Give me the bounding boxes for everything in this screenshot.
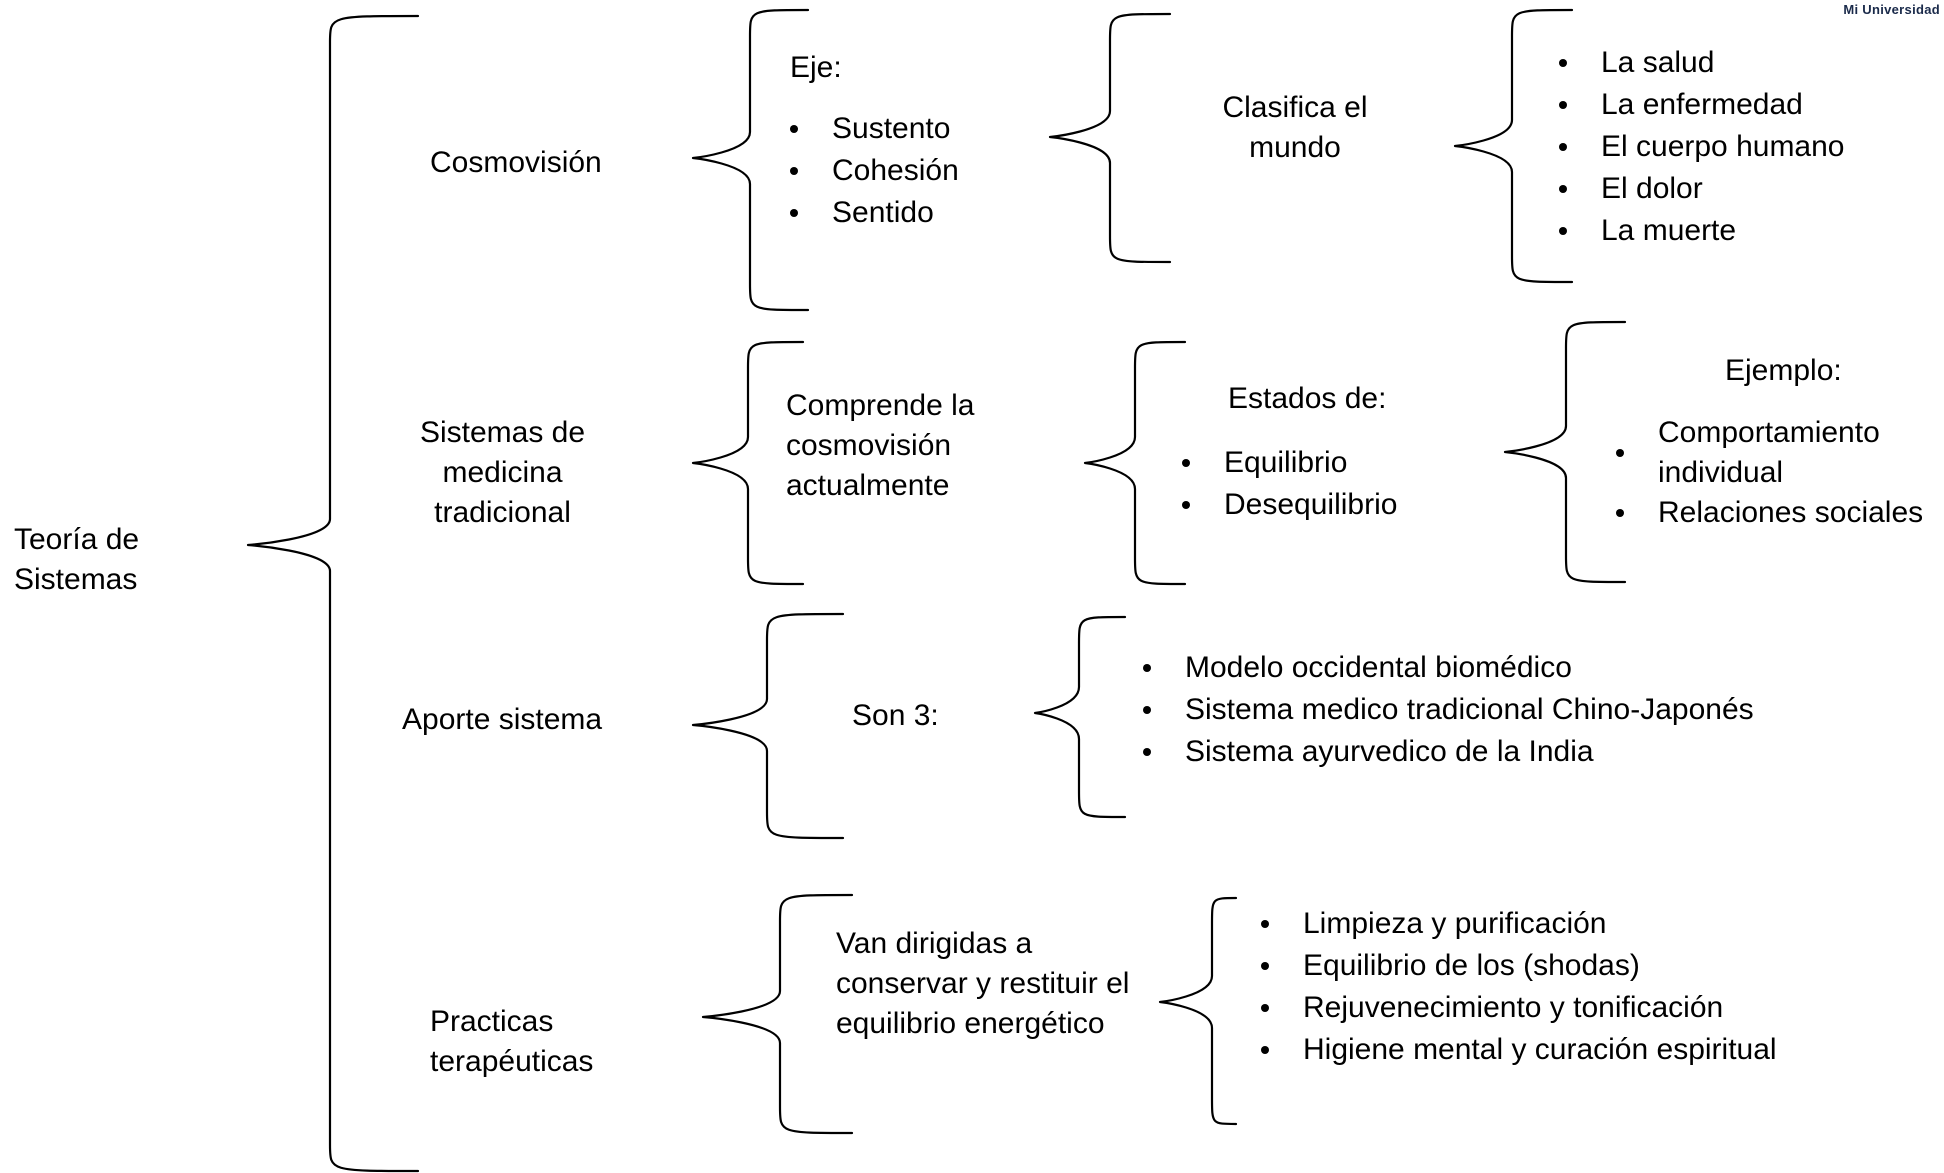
list-item: La salud bbox=[1553, 42, 1845, 84]
brace-clasifica bbox=[1453, 8, 1574, 284]
eje-list: Sustento Cohesión Sentido bbox=[784, 108, 959, 234]
comprende-text: Comprende la cosmovisión actualmente bbox=[786, 389, 975, 502]
eje-heading: Eje: bbox=[790, 51, 842, 84]
ejemplo-list: Comportamiento individual Relaciones soc… bbox=[1610, 413, 1940, 533]
list-item: Relaciones sociales bbox=[1610, 493, 1940, 533]
van-dirigidas-text: Van dirigidas a conservar y restituir el… bbox=[836, 927, 1130, 1040]
list-item: Modelo occidental biomédico bbox=[1137, 647, 1754, 689]
brace-comprende bbox=[1083, 340, 1187, 586]
list-item: Limpieza y purificación bbox=[1255, 903, 1777, 945]
list-item: Equilibrio bbox=[1176, 442, 1397, 484]
list-item: Cohesión bbox=[784, 150, 959, 192]
brace-cosmovision bbox=[691, 8, 810, 312]
brace-practicas bbox=[701, 893, 854, 1135]
estados-list: Equilibrio Desequilibrio bbox=[1176, 442, 1397, 526]
son3-list: Modelo occidental biomédico Sistema medi… bbox=[1137, 647, 1754, 773]
clasifica-text: Clasifica el mundo bbox=[1222, 91, 1368, 164]
brace-son3 bbox=[1033, 615, 1127, 819]
list-item: Sistema ayurvedico de la India bbox=[1137, 731, 1754, 773]
list-item: Comportamiento individual bbox=[1610, 413, 1940, 493]
list-item: Sistema medico tradicional Chino-Japonés bbox=[1137, 689, 1754, 731]
brace-estados bbox=[1503, 320, 1627, 584]
son3-text: Son 3: bbox=[852, 699, 939, 732]
watermark-logo: Mi Universidad bbox=[1843, 2, 1940, 17]
list-item: Sentido bbox=[784, 192, 959, 234]
brace-aporte bbox=[691, 612, 845, 840]
branch-label-sistemas: Sistemas de medicina tradicional bbox=[419, 416, 586, 529]
list-item: Sustento bbox=[784, 108, 959, 150]
list-item: La muerte bbox=[1553, 210, 1845, 252]
van-dirigidas-list: Limpieza y purificación Equilibrio de lo… bbox=[1255, 903, 1777, 1071]
brace-eje bbox=[1048, 12, 1172, 264]
list-item: La enfermedad bbox=[1553, 84, 1845, 126]
brace-root bbox=[246, 14, 420, 1173]
list-item: El dolor bbox=[1553, 168, 1845, 210]
branch-label-practicas: Practicas terapéuticas bbox=[430, 1005, 594, 1078]
branch-label-cosmovision: Cosmovisión bbox=[430, 146, 602, 179]
clasifica-list: La salud La enfermedad El cuerpo humano … bbox=[1553, 42, 1845, 252]
root-label: Teoría de Sistemas bbox=[14, 523, 140, 596]
list-item: Rejuvenecimiento y tonificación bbox=[1255, 987, 1777, 1029]
ejemplo-heading: Ejemplo: bbox=[1725, 354, 1842, 387]
branch-label-aporte: Aporte sistema bbox=[402, 703, 603, 736]
list-item: Equilibrio de los (shodas) bbox=[1255, 945, 1777, 987]
list-item: Higiene mental y curación espiritual bbox=[1255, 1029, 1777, 1071]
list-item: El cuerpo humano bbox=[1553, 126, 1845, 168]
list-item: Desequilibrio bbox=[1176, 484, 1397, 526]
estados-heading: Estados de: bbox=[1228, 382, 1387, 415]
brace-van-dirigidas bbox=[1158, 896, 1238, 1126]
brace-sistemas bbox=[691, 340, 805, 586]
